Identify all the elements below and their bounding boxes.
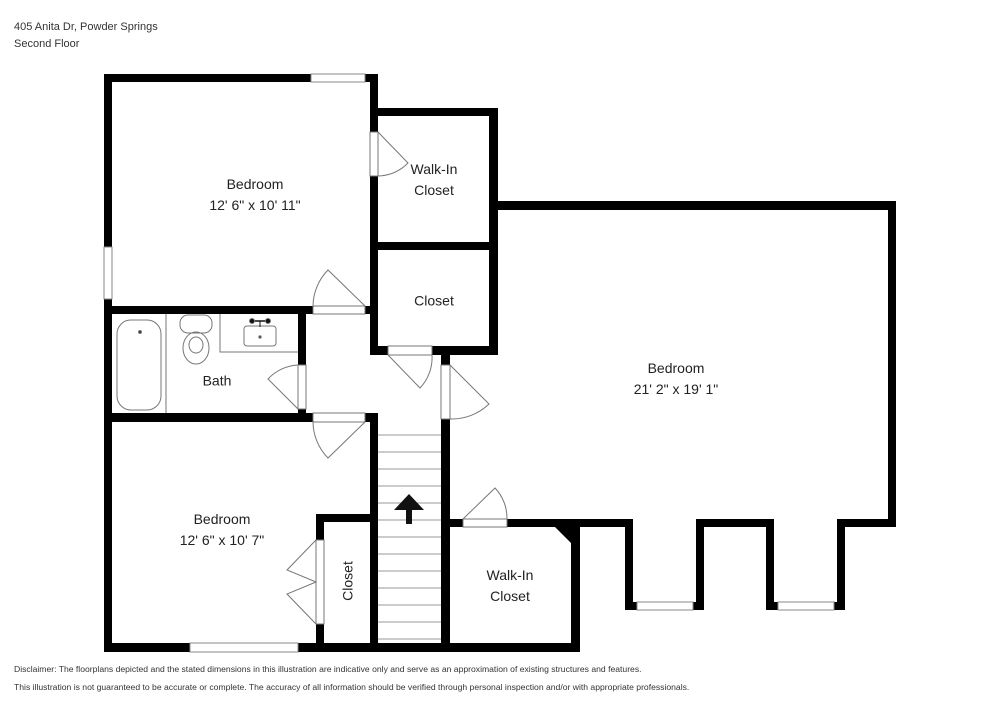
room-name: Closet xyxy=(339,561,356,601)
floor-label: Second Floor xyxy=(14,38,80,50)
room-name: Walk-In xyxy=(410,161,458,177)
room-walkin-closet-bottom: Walk-In Closet xyxy=(487,565,534,607)
window xyxy=(777,601,835,611)
bathtub xyxy=(116,319,162,411)
room-closet-middle: Closet xyxy=(414,291,454,312)
room-bath: Bath xyxy=(203,371,232,392)
room-bedroom-nw: Bedroom 12' 6" x 10' 11" xyxy=(209,174,300,216)
toilet-bowl xyxy=(182,331,210,365)
arrow-up-icon xyxy=(394,494,424,524)
doors xyxy=(267,131,508,625)
room-dimensions: 21' 2" x 19' 1" xyxy=(633,381,719,397)
bath-fixtures xyxy=(116,314,298,413)
disclaimer-line-2: This illustration is not guaranteed to b… xyxy=(14,682,690,692)
room-name: Closet xyxy=(414,292,454,309)
room-name: Walk-In xyxy=(486,567,534,583)
room-name: Bedroom xyxy=(226,176,284,192)
window xyxy=(310,73,366,83)
room-name: Bedroom xyxy=(647,360,705,376)
disclaimer-line-1: Disclaimer: The floorplans depicted and … xyxy=(14,664,642,674)
room-bedroom-sw: Bedroom 12' 6" x 10' 7" xyxy=(180,509,265,551)
window xyxy=(103,246,113,300)
walls xyxy=(104,74,896,652)
window xyxy=(189,642,299,653)
property-address: 405 Anita Dr, Powder Springs xyxy=(14,21,158,33)
room-name: Closet xyxy=(414,182,454,198)
room-closet-sw: Closet xyxy=(338,561,359,601)
room-dimensions: 12' 6" x 10' 7" xyxy=(179,532,265,548)
room-dimensions: 12' 6" x 10' 11" xyxy=(209,197,301,213)
windows xyxy=(103,73,835,653)
room-walkin-closet-top: Walk-In Closet xyxy=(411,159,458,201)
room-bedroom-main: Bedroom 21' 2" x 19' 1" xyxy=(634,358,719,400)
stairs xyxy=(378,434,441,640)
room-name: Bedroom xyxy=(193,511,251,527)
window xyxy=(636,601,694,611)
room-name: Closet xyxy=(490,588,530,604)
room-name: Bath xyxy=(202,372,232,389)
toilet-tank xyxy=(179,314,213,334)
